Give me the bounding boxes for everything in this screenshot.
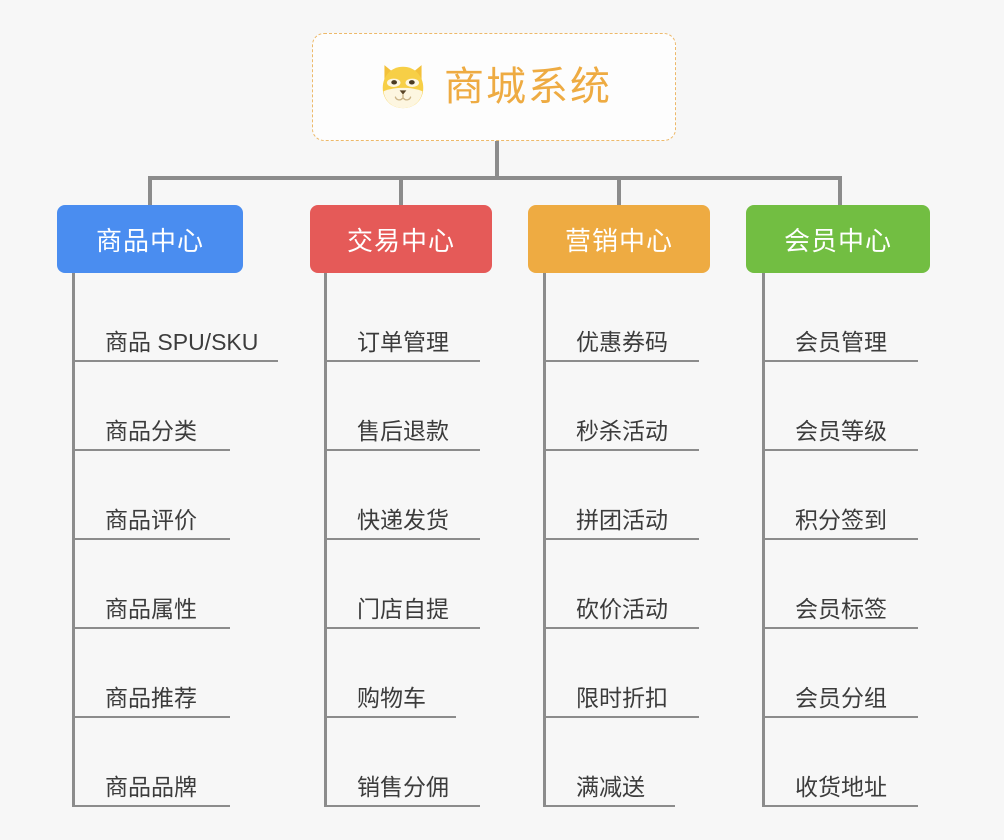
leaf-label: 收货地址 [795,773,887,800]
leaf-item[interactable]: 拼团活动 [543,451,699,540]
shiba-dog-icon [382,65,424,109]
leaf-item[interactable]: 商品评价 [72,451,230,540]
category-label-product-center: 商品中心 [95,225,204,256]
leaf-item[interactable]: 积分签到 [762,451,918,540]
leaf-item[interactable]: 会员分组 [762,629,918,718]
leaf-label: 商品推荐 [105,684,197,711]
leaf-item[interactable]: 商品品牌 [72,718,230,807]
leaf-item[interactable]: 会员等级 [762,362,918,451]
category-box-trade-center[interactable]: 交易中心 [310,205,492,273]
leaf-label: 快递发货 [357,506,449,533]
leaf-label: 满减送 [576,773,645,800]
leaf-item[interactable]: 售后退款 [324,362,480,451]
leaf-item[interactable]: 快递发货 [324,451,480,540]
leaf-label: 商品评价 [105,506,197,533]
category-label-member-center: 会员中心 [783,225,892,256]
leaf-item[interactable]: 订单管理 [324,273,480,362]
root-title: 商城系统 [444,65,612,109]
leaf-item[interactable]: 会员管理 [762,273,918,362]
leaf-label: 拼团活动 [576,506,668,533]
leaf-item[interactable]: 砍价活动 [543,540,699,629]
leaf-label: 会员等级 [795,417,887,444]
leaf-item[interactable]: 商品属性 [72,540,230,629]
leaf-label: 限时折扣 [576,684,668,711]
leaf-item[interactable]: 销售分佣 [324,718,480,807]
leaf-label: 商品分类 [105,417,197,444]
connector-drop-trade-center [399,176,403,206]
leaf-item[interactable]: 秒杀活动 [543,362,699,451]
leaf-label: 商品属性 [105,595,197,622]
leaf-label: 购物车 [357,684,426,711]
leaf-item[interactable]: 商品推荐 [72,629,230,718]
leaf-label: 优惠券码 [576,328,668,355]
connector-root-stem [495,141,499,178]
leaf-item[interactable]: 商品分类 [72,362,230,451]
leaf-label: 会员管理 [795,328,887,355]
category-box-product-center[interactable]: 商品中心 [57,205,243,273]
leaf-label: 积分签到 [795,506,887,533]
connector-horizontal-bus [148,176,842,180]
leaf-item[interactable]: 商品 SPU/SKU [72,273,278,362]
leaf-item[interactable]: 限时折扣 [543,629,699,718]
leaf-item[interactable]: 购物车 [324,629,456,718]
leaf-label: 秒杀活动 [576,417,668,444]
category-label-trade-center: 交易中心 [346,225,455,256]
leaf-label: 商品 SPU/SKU [105,328,259,355]
leaf-item[interactable]: 会员标签 [762,540,918,629]
leaf-column-marketing-center: 优惠券码 秒杀活动 拼团活动 砍价活动 限时折扣 满减送 [543,273,699,807]
leaf-column-trade-center: 订单管理 售后退款 快递发货 门店自提 购物车 销售分佣 [324,273,480,807]
connector-drop-product-center [148,176,152,206]
leaf-item[interactable]: 满减送 [543,718,675,807]
leaf-item[interactable]: 优惠券码 [543,273,699,362]
root-node[interactable]: 商城系统 [312,33,676,141]
category-box-member-center[interactable]: 会员中心 [746,205,930,273]
leaf-column-member-center: 会员管理 会员等级 积分签到 会员标签 会员分组 收货地址 [762,273,918,807]
leaf-label: 会员标签 [795,595,887,622]
leaf-label: 砍价活动 [576,595,668,622]
leaf-label: 会员分组 [795,684,887,711]
leaf-label: 售后退款 [357,417,449,444]
leaf-label: 门店自提 [357,595,449,622]
leaf-item[interactable]: 门店自提 [324,540,480,629]
leaf-label: 订单管理 [357,328,449,355]
connector-drop-marketing-center [617,176,621,206]
leaf-label: 销售分佣 [357,773,449,800]
category-label-marketing-center: 营销中心 [564,225,673,256]
connector-drop-member-center [838,176,842,206]
leaf-column-product-center: 商品 SPU/SKU 商品分类 商品评价 商品属性 商品推荐 商品品牌 [72,273,278,807]
category-box-marketing-center[interactable]: 营销中心 [528,205,710,273]
leaf-label: 商品品牌 [105,773,197,800]
leaf-item[interactable]: 收货地址 [762,718,918,807]
